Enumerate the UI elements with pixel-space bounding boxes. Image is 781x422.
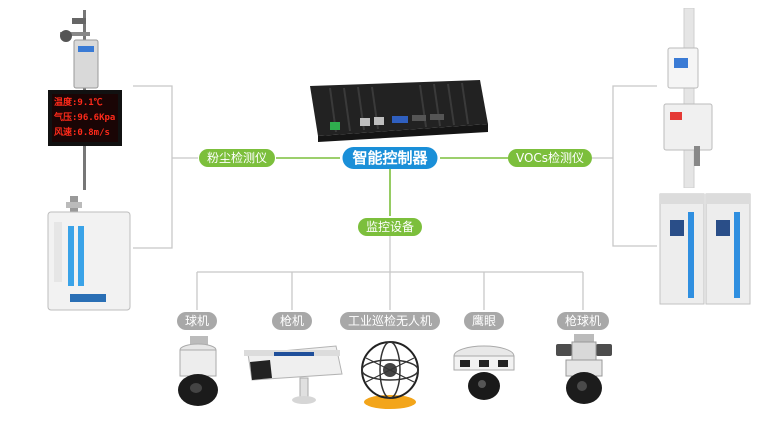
led-row-temperature: 温度:9.1℃ (54, 98, 103, 108)
tree-drop-lines (196, 272, 584, 310)
industrial-controller-icon (310, 80, 488, 142)
led-row-windspeed: 风速:0.8m/s (54, 128, 110, 138)
dust-detector-label: 粉尘检测仪 (198, 149, 276, 167)
left-bracket-line (133, 85, 173, 249)
monitor-equipment-label: 监控设备 (357, 218, 423, 236)
bullet-dome-camera-icon (556, 334, 612, 404)
eagle-eye-label: 鹰眼 (463, 312, 505, 330)
led-display-panel: 温度:9.1℃ 气压:96.6Kpa 风速:0.8m/s (54, 96, 124, 141)
weather-station-icon (48, 10, 122, 190)
bullet-camera-icon (244, 345, 343, 404)
bullet-dome-camera-label: 枪球机 (556, 312, 610, 330)
inspection-drone-icon (361, 341, 419, 409)
dust-monitor-icon (47, 196, 131, 311)
eagle-eye-camera-icon (453, 345, 515, 400)
right-bracket-line (612, 85, 657, 247)
voc-sensor-icon (663, 8, 713, 188)
center-controller-label: 智能控制器 (342, 147, 438, 169)
dome-camera-icon (178, 336, 218, 406)
dome-camera-label: 球机 (176, 312, 218, 330)
vocs-detector-label: VOCs检测仪 (507, 149, 593, 167)
led-row-pressure: 气压:96.6Kpa (54, 113, 116, 123)
vocs-analyzer-cabinet-icon (659, 193, 751, 305)
inspection-drone-label: 工业巡检无人机 (339, 312, 441, 330)
bullet-camera-label: 枪机 (271, 312, 313, 330)
